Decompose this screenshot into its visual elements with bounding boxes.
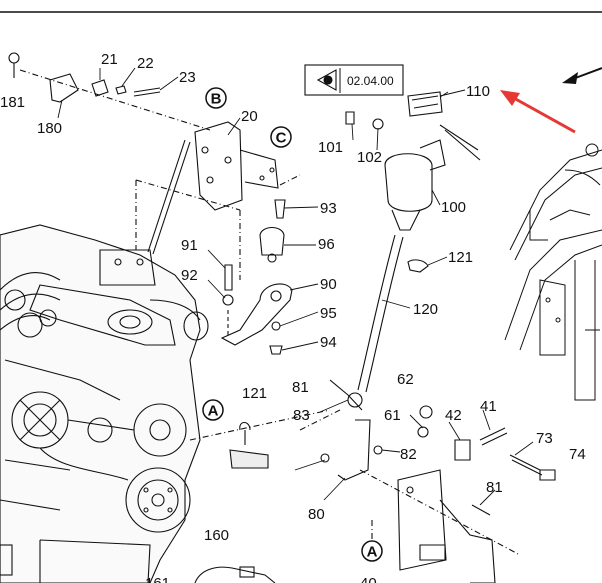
- air-filter-assembly: [304, 64, 481, 411]
- part-label: 93: [320, 200, 337, 217]
- bracket-20: [135, 121, 301, 280]
- bottom-parts: [194, 566, 276, 583]
- circle-marker-a-2-label: A: [367, 544, 378, 561]
- top-left-parts: [8, 52, 211, 131]
- circle-marker-c-label: C: [276, 130, 287, 147]
- leader-lines: [57, 67, 534, 506]
- part-label: 121: [448, 249, 473, 266]
- part-label: 92: [181, 267, 198, 284]
- part-label: 40: [360, 575, 377, 583]
- part-label: 81: [486, 479, 503, 496]
- frame-assembly: [504, 143, 602, 401]
- part-label: 160: [204, 527, 229, 544]
- part-label: 120: [413, 301, 438, 318]
- bracket-80-group: [189, 409, 383, 481]
- part-label: 180: [37, 120, 62, 137]
- part-label: 23: [179, 69, 196, 86]
- part-label: 73: [536, 430, 553, 447]
- part-label: 80: [308, 506, 325, 523]
- part-label: 20: [241, 108, 258, 125]
- part-labels: 181 21 22 23 180 20 101 102 110 100 121 …: [0, 51, 586, 583]
- part-label: 94: [320, 334, 337, 351]
- part-label: 83: [293, 407, 310, 424]
- reference-code: 02.04.00: [347, 74, 394, 88]
- circle-marker-b: B: [205, 87, 227, 109]
- part-label: 95: [320, 305, 337, 322]
- part-label: 61: [384, 407, 401, 424]
- part-label: 161: [145, 575, 170, 583]
- part-label: 81: [292, 379, 309, 396]
- bracket-40-group: [359, 405, 556, 583]
- part-label: 42: [445, 407, 462, 424]
- engine-assembly: [0, 139, 209, 583]
- circle-marker-c: C: [270, 126, 292, 148]
- part-label: 22: [137, 55, 154, 72]
- part-label: 91: [181, 237, 198, 254]
- part-label: 181: [0, 94, 25, 111]
- part-label: 102: [357, 149, 382, 166]
- part-label: 41: [480, 398, 497, 415]
- part-label: 82: [400, 446, 417, 463]
- red-pointer-arrow-icon: [500, 90, 576, 134]
- circle-marker-a-2: A: [361, 540, 383, 562]
- part-label: 74: [569, 446, 586, 463]
- circle-marker-a-1-label: A: [208, 403, 219, 420]
- part-label: 21: [101, 51, 118, 68]
- part-label: 90: [320, 276, 337, 293]
- circle-marker-b-label: B: [211, 91, 222, 108]
- part-label: 121: [242, 385, 267, 402]
- part-label: 100: [441, 199, 466, 216]
- bracket-90-group: [220, 199, 293, 355]
- part-label: 101: [318, 139, 343, 156]
- circle-marker-a-1: A: [202, 399, 224, 421]
- part-label: 96: [318, 236, 335, 253]
- direction-arrow-icon: [562, 67, 602, 84]
- part-label: 110: [466, 83, 490, 100]
- part-label: 62: [397, 371, 414, 388]
